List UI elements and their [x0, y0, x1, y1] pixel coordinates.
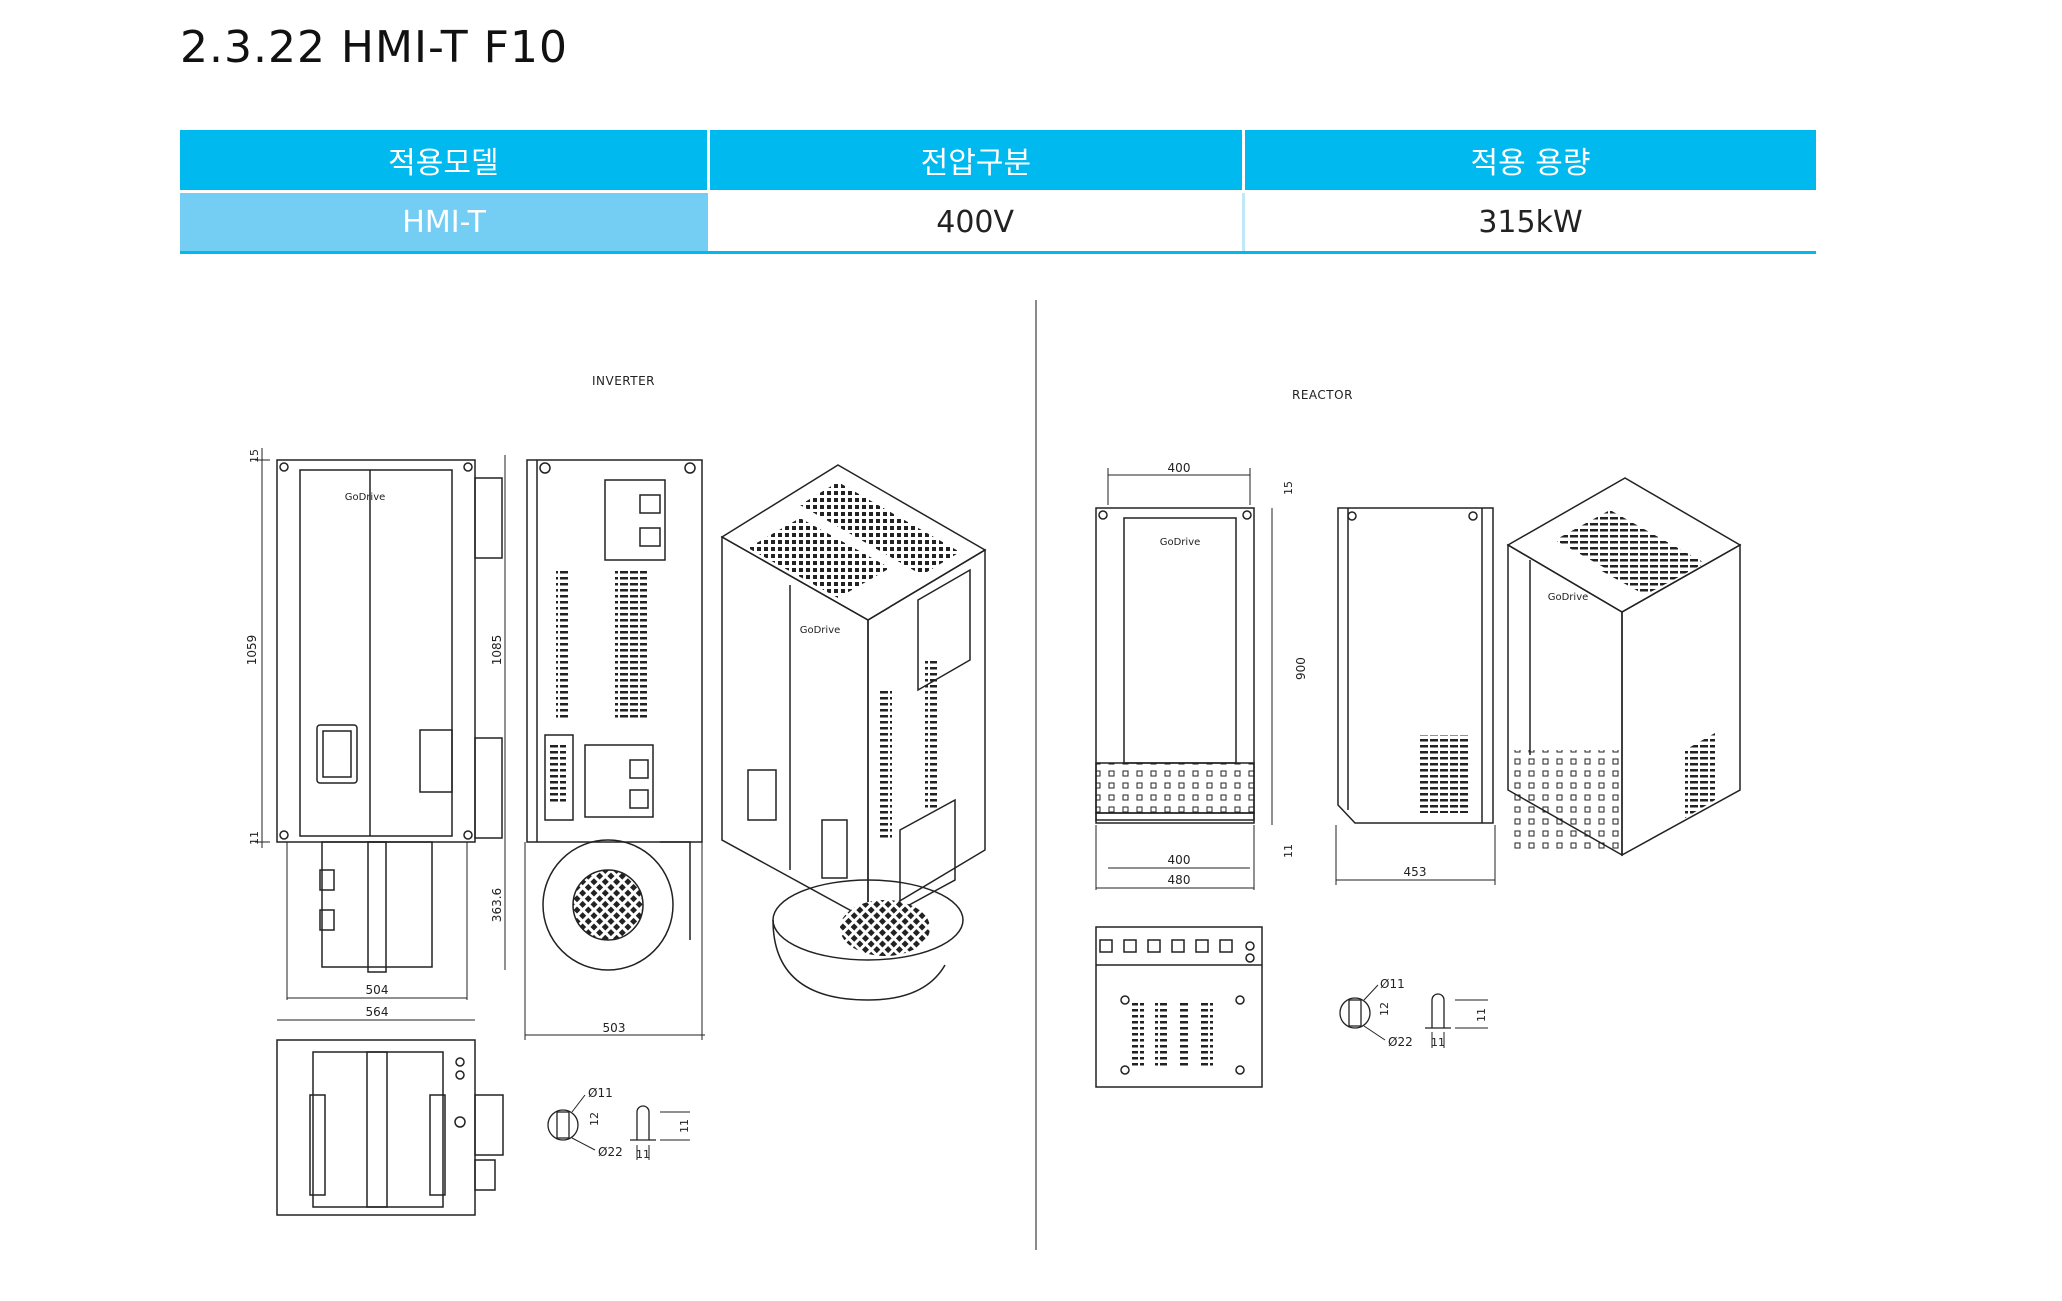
- rea-slot-h: 12: [1378, 1002, 1391, 1016]
- inv-dim-height-left: 1059: [245, 635, 259, 666]
- inv-dim-fan: 363.6: [490, 888, 504, 922]
- inverter-bottom-view: [276, 1039, 504, 1216]
- rea-dim-w-inner: 400: [1168, 853, 1191, 867]
- spec-header-row: 적용모델 전압구분 적용 용량: [180, 130, 1816, 192]
- inv-slot-h: 12: [588, 1112, 601, 1126]
- inverter-label: INVERTER: [592, 374, 656, 388]
- inv-hole-small: Ø11: [588, 1086, 613, 1100]
- rea-dim-top-w: 400: [1168, 461, 1191, 475]
- inv-dim-w-inner: 504: [366, 983, 389, 997]
- rea-dim-bottom: 11: [1282, 844, 1295, 858]
- cell-capacity: 315kW: [1243, 190, 1816, 254]
- inverter-iso-logo: GoDrive: [800, 625, 841, 636]
- header-voltage: 전압구분: [708, 130, 1246, 192]
- inv-slot-d: 11: [678, 1119, 691, 1133]
- inverter-isometric-view: [720, 464, 987, 1001]
- reactor-side-view: [1335, 507, 1496, 885]
- spec-data-row: HMI-T 400V 315kW: [180, 190, 1816, 254]
- reactor-bottom-view: [1095, 926, 1263, 1088]
- inverter-side-view: [524, 459, 705, 1040]
- rea-dim-top: 15: [1282, 481, 1295, 495]
- inv-dim-top: 15: [248, 449, 261, 463]
- rea-dim-w-outer: 480: [1168, 873, 1191, 887]
- rea-dim-depth: 453: [1404, 865, 1427, 879]
- page-title: 2.3.22 HMI-T F10: [180, 22, 568, 73]
- reactor-hole-detail: [1339, 984, 1488, 1048]
- inverter-front-view: [255, 448, 506, 1021]
- reactor-front-view: [1095, 468, 1273, 890]
- rea-dim-height: 900: [1294, 657, 1308, 680]
- cell-model: HMI-T: [180, 190, 709, 254]
- inverter-hole-detail: [547, 1094, 690, 1160]
- spec-table: 적용모델 전압구분 적용 용량 HMI-T 400V 315kW: [180, 130, 1816, 254]
- reactor-iso-logo: GoDrive: [1548, 592, 1589, 603]
- section-divider: [1035, 300, 1037, 1250]
- rea-slot-d: 11: [1475, 1008, 1488, 1022]
- inv-hole-big: Ø22: [598, 1145, 623, 1159]
- inv-dim-w-outer: 564: [366, 1005, 389, 1019]
- inverter-front-logo: GoDrive: [345, 492, 386, 503]
- rea-slot-w: 11: [1431, 1036, 1445, 1049]
- rea-hole-small: Ø11: [1380, 977, 1405, 991]
- header-capacity: 적용 용량: [1243, 130, 1816, 192]
- cell-voltage: 400V: [708, 190, 1246, 254]
- reactor-isometric-view: [1506, 477, 1742, 857]
- header-model: 적용모델: [180, 130, 710, 192]
- reactor-front-logo: GoDrive: [1160, 537, 1201, 548]
- inv-dim-depth: 503: [603, 1021, 626, 1035]
- reactor-label: REACTOR: [1292, 388, 1353, 402]
- inv-dim-height-right: 1085: [490, 635, 504, 666]
- inv-dim-bottom: 11: [248, 831, 261, 845]
- rea-hole-big: Ø22: [1388, 1035, 1413, 1049]
- inv-slot-w: 11: [636, 1148, 650, 1161]
